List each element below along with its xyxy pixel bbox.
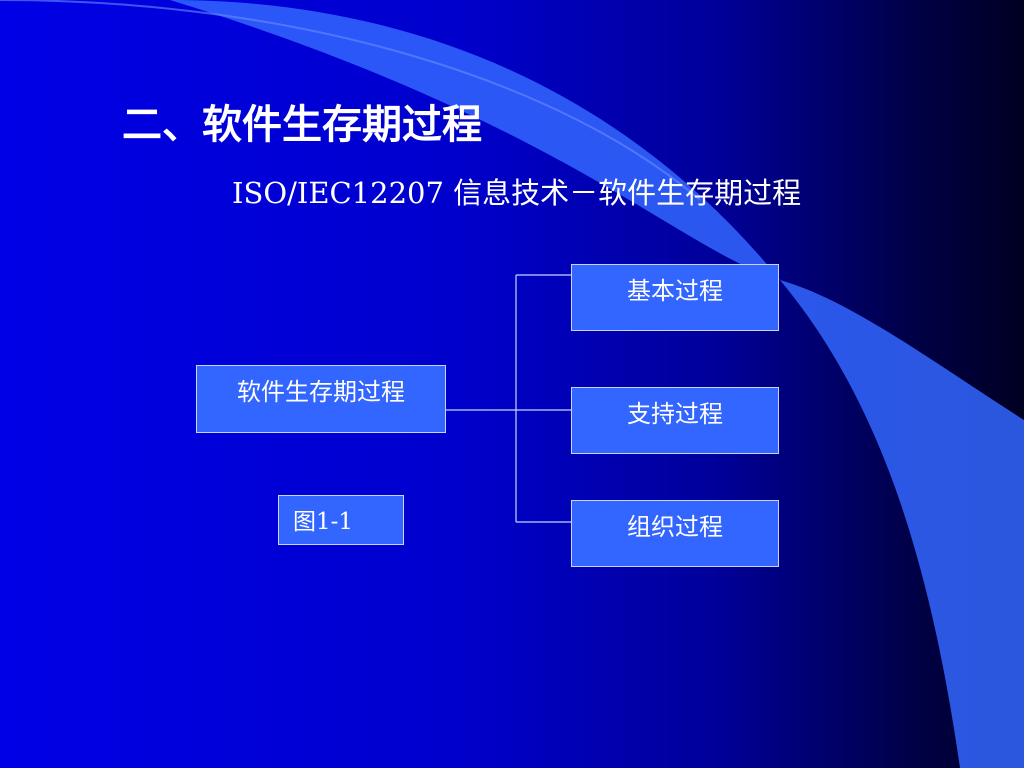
organizational-process-box: 组织过程 — [571, 500, 779, 567]
root-process-box: 软件生存期过程 — [196, 365, 446, 433]
figure-label: 图1-1 — [278, 495, 404, 545]
support-process-box: 支持过程 — [571, 387, 779, 454]
basic-process-box: 基本过程 — [571, 264, 779, 331]
slide-subtitle: ISO/IEC12207 信息技术－软件生存期过程 — [232, 176, 802, 210]
slide-title: 二、软件生存期过程 — [122, 101, 482, 148]
